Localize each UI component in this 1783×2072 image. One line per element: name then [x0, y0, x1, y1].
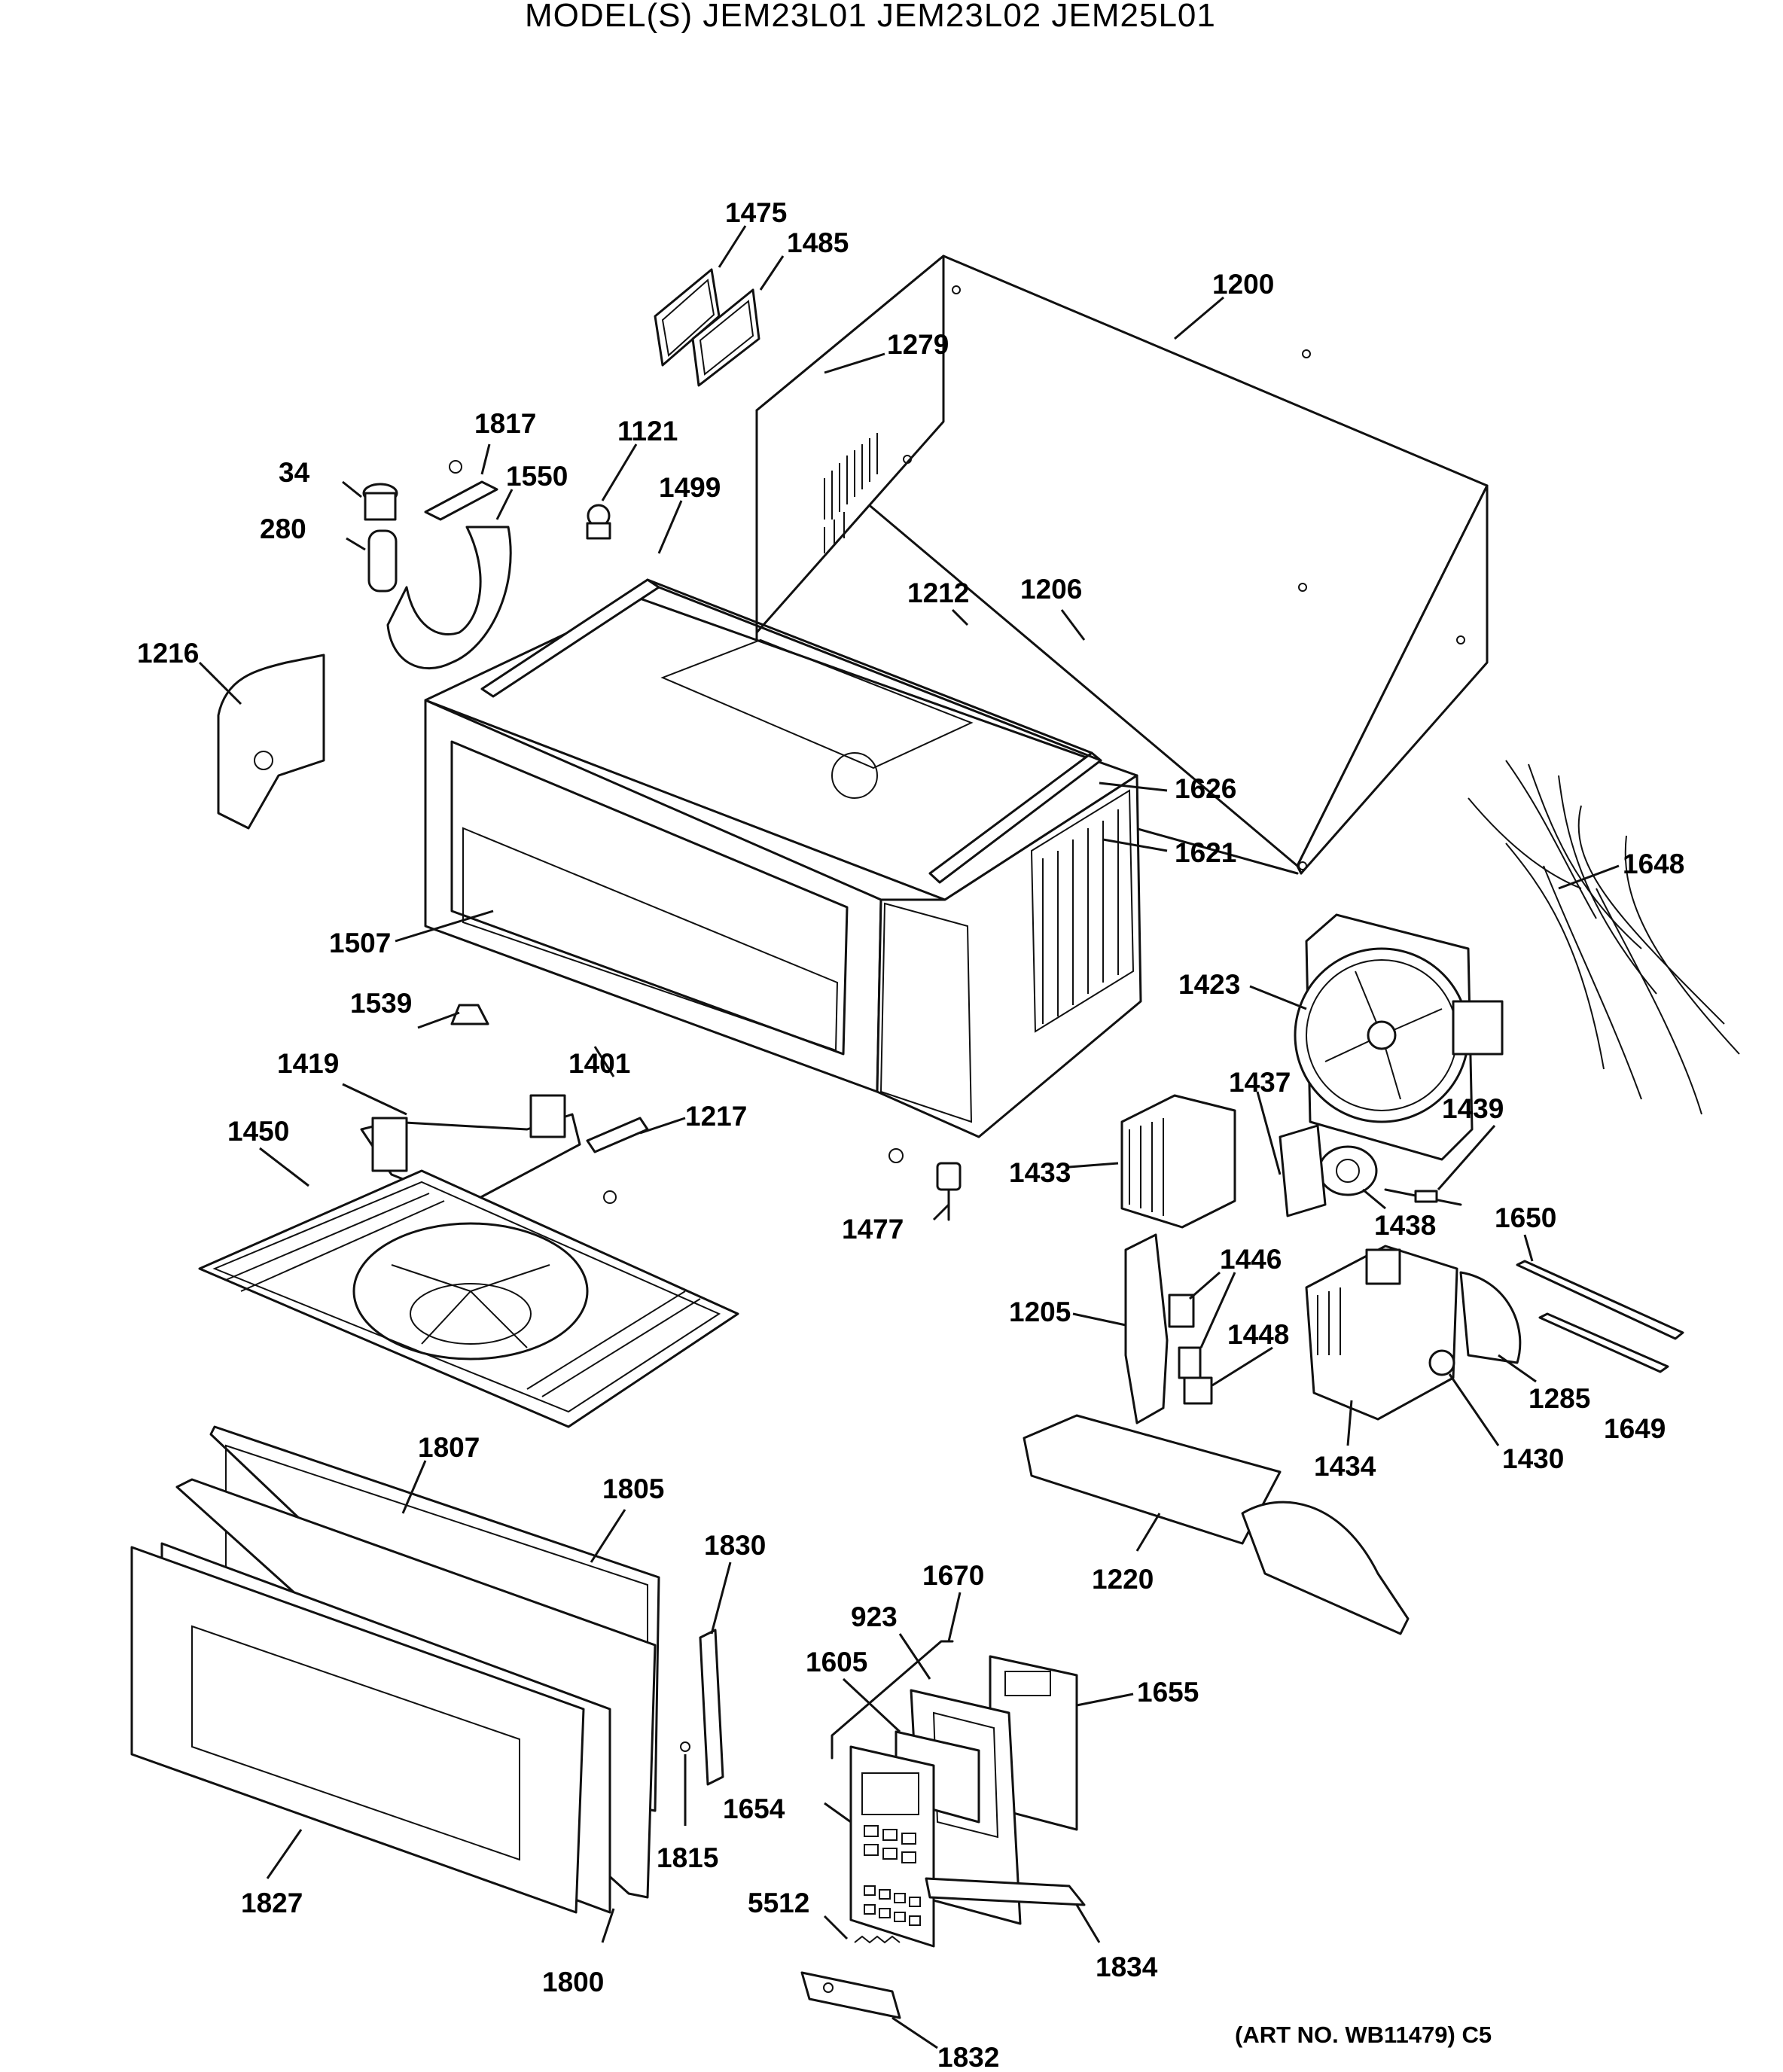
spring-5512	[854, 1935, 901, 1944]
part-label-1205: 1205	[1009, 1297, 1071, 1327]
wire-harness-1550	[386, 526, 512, 670]
hinge-bar-1834	[925, 1877, 1086, 1906]
part-label-1217: 1217	[685, 1101, 747, 1132]
part-label-1834: 1834	[1096, 1952, 1158, 1982]
part-label-1438: 1438	[1374, 1210, 1436, 1241]
part-label-1800: 1800	[542, 1967, 604, 1997]
part-label-1805: 1805	[602, 1473, 664, 1504]
door-latch-1830	[680, 1629, 724, 1786]
thermal-cover-1285	[1459, 1271, 1522, 1364]
transformer-1433	[1120, 1094, 1236, 1229]
part-label-1434: 1434	[1314, 1451, 1376, 1482]
part-labels: 1475 1485 1200 1279 1817 1121 34 1550 28…	[137, 197, 1684, 2072]
part-label-1499: 1499	[659, 472, 721, 503]
thermostat-1430	[1428, 1349, 1455, 1376]
leader-lines	[198, 225, 1620, 2049]
part-label-1433: 1433	[1009, 1157, 1071, 1188]
part-label-1423: 1423	[1178, 969, 1240, 1000]
part-label-1285: 1285	[1529, 1383, 1590, 1414]
motor-1477	[888, 1148, 962, 1221]
part-label-1539: 1539	[350, 988, 412, 1019]
rack-grid	[225, 1193, 701, 1397]
part-label-1475: 1475	[725, 197, 787, 228]
part-label-1437: 1437	[1229, 1067, 1291, 1098]
turntable-rack-1450	[198, 1169, 739, 1428]
part-label-1485: 1485	[787, 227, 849, 258]
model-title: MODEL(S) JEM23L01 JEM23L02 JEM25L01	[525, 0, 1216, 34]
part-label-1430: 1430	[1502, 1443, 1564, 1474]
part-label-1670: 1670	[922, 1560, 984, 1591]
cavity-vent-mesh	[1030, 789, 1135, 1033]
oven-cavity	[424, 578, 1142, 1138]
part-label-1401: 1401	[568, 1048, 630, 1079]
diode-1439	[1384, 1188, 1462, 1206]
part-label-34: 34	[279, 457, 310, 488]
part-label-1200: 1200	[1212, 269, 1274, 300]
door-outer-1827	[130, 1546, 585, 1914]
part-label-1649: 1649	[1604, 1413, 1666, 1444]
part-label-1446: 1446	[1220, 1244, 1282, 1275]
part-label-1121: 1121	[617, 416, 678, 446]
air-duct-1220	[1023, 1414, 1410, 1635]
part-label-1626: 1626	[1175, 773, 1236, 804]
part-label-1815: 1815	[657, 1842, 718, 1873]
art-number: (ART NO. WB11479) C5	[1235, 2022, 1492, 2048]
duct-1216	[217, 654, 325, 830]
lamp-socket-34	[362, 483, 398, 521]
bracket-1649	[1538, 1312, 1669, 1373]
part-label-1807: 1807	[418, 1432, 480, 1463]
bracket-1217	[586, 1117, 649, 1204]
bracket-1650	[1516, 1260, 1684, 1340]
wire-harness-1648	[1468, 760, 1740, 1115]
part-label-1419: 1419	[277, 1048, 339, 1079]
case-vents	[824, 433, 878, 553]
switch-1446	[1168, 1293, 1202, 1379]
switch-1121	[586, 504, 611, 540]
part-label-1450: 1450	[227, 1116, 289, 1147]
part-label-1279: 1279	[887, 329, 949, 360]
outer-case	[755, 254, 1489, 875]
part-label-1650: 1650	[1495, 1202, 1556, 1233]
touch-panel-1654	[849, 1745, 935, 1948]
latch-button-1832	[800, 1971, 901, 2019]
part-label-1648: 1648	[1623, 849, 1684, 879]
part-label-1439: 1439	[1442, 1093, 1504, 1124]
latch-board-1205	[1124, 1233, 1169, 1424]
part-label-1827: 1827	[241, 1888, 303, 1918]
part-label-1448: 1448	[1227, 1319, 1289, 1350]
part-label-1655: 1655	[1137, 1677, 1199, 1708]
part-label-1621: 1621	[1175, 837, 1236, 868]
part-label-1216: 1216	[137, 638, 199, 669]
part-label-1477: 1477	[842, 1214, 904, 1245]
part-label-1220: 1220	[1092, 1564, 1154, 1595]
part-label-1212: 1212	[907, 577, 969, 608]
part-label-1817: 1817	[474, 408, 536, 439]
coupler-1539	[450, 1004, 489, 1025]
part-label-1550: 1550	[506, 461, 568, 492]
fan-assembly-1423	[1294, 913, 1504, 1161]
part-label-280: 280	[260, 513, 306, 544]
part-label-5512: 5512	[748, 1888, 809, 1918]
capacitor-1438	[1279, 1124, 1378, 1217]
bulb-280	[367, 529, 398, 593]
part-label-1654: 1654	[723, 1793, 785, 1824]
bracket-1817	[424, 460, 498, 521]
part-label-1605: 1605	[806, 1647, 867, 1677]
keypad-buttons	[864, 1825, 921, 1926]
part-label-1206: 1206	[1020, 574, 1082, 605]
filter-1485	[691, 288, 760, 387]
part-label-1832: 1832	[937, 2042, 999, 2072]
part-label-1830: 1830	[704, 1530, 766, 1561]
magnetron-1434	[1305, 1245, 1458, 1421]
part-label-923: 923	[851, 1601, 898, 1632]
panel-shield-1670	[831, 1640, 954, 1760]
switch-1448	[1183, 1376, 1213, 1405]
part-label-1507: 1507	[329, 928, 391, 958]
